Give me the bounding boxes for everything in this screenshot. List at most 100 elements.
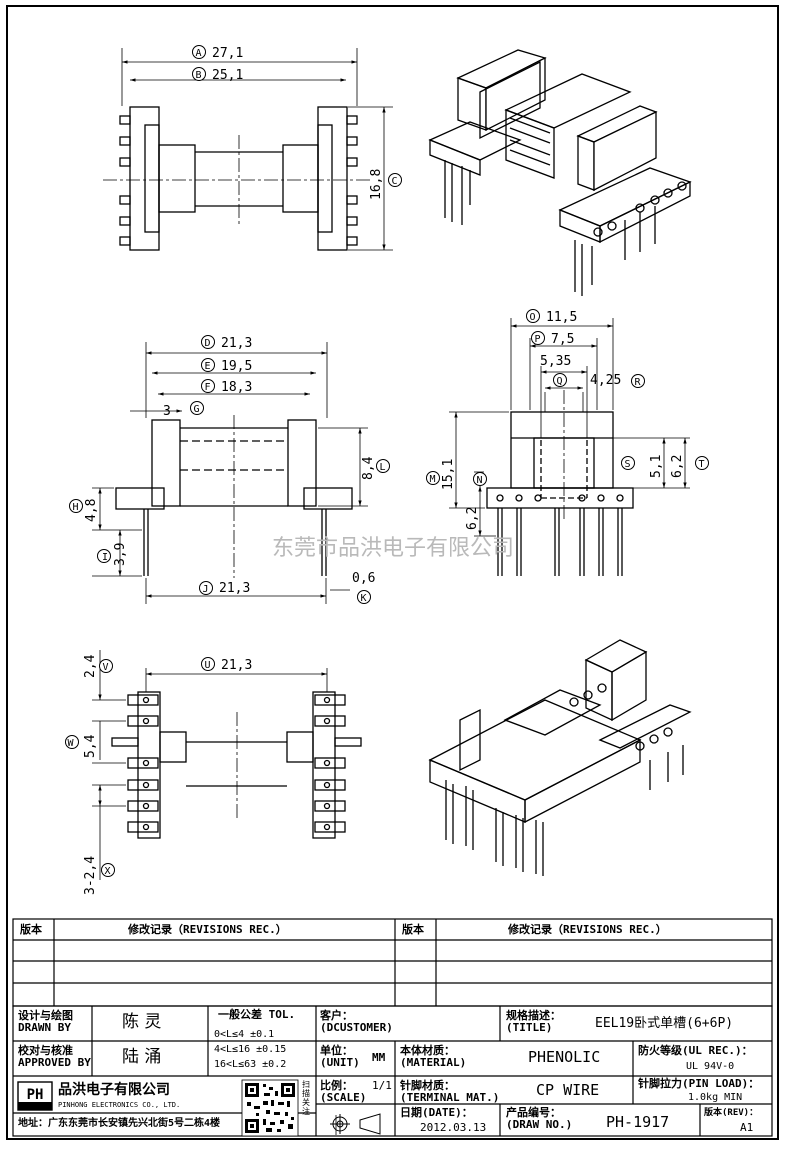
scale-value: 1/1 [372, 1079, 392, 1092]
dim-B: 25,1 [212, 68, 243, 83]
rev-value: A1 [740, 1121, 754, 1134]
svg-text:S: S [625, 459, 631, 470]
terminal-label: 针脚材质：(TERMINAL MAT.) [400, 1079, 500, 1104]
dim-R: 4,25 [590, 373, 621, 388]
svg-text:J: J [203, 584, 209, 595]
pinload-label: 针脚拉力(PIN LOAD)： [638, 1077, 760, 1090]
svg-text:R: R [635, 377, 642, 388]
dim-G: 3 [163, 404, 171, 419]
svg-text:M: M [430, 474, 436, 485]
tolerance-row-2: 4<L≤16 ±0.15 [214, 1044, 287, 1055]
drawno-label: 产品编号：(DRAW NO.) [506, 1106, 573, 1131]
dim-U: 21,3 [221, 658, 252, 673]
svg-text:H: H [73, 502, 79, 513]
company-address: 地址：广东东莞市长安镇先兴北街5号二栋4楼 [18, 1118, 221, 1129]
svg-text:G: G [194, 404, 200, 415]
spec-label: 规格描述：(TITLE) [506, 1009, 561, 1034]
tolerance-row-1: 0<L≤4 ±0.1 [214, 1029, 275, 1040]
tolerance-row-3: 16<L≤63 ±0.2 [214, 1059, 287, 1070]
checker-name: 陆 涌 [122, 1047, 162, 1067]
svg-text:O: O [530, 312, 536, 323]
dim-C: 16,8 [369, 169, 384, 200]
dim-W: 5,4 [83, 734, 98, 758]
rev-col-version-right: 版本 [402, 923, 424, 936]
svg-text:U: U [205, 660, 211, 671]
svg-text:C: C [392, 176, 398, 187]
dim-D: 21,3 [221, 336, 252, 351]
svg-text:N: N [477, 475, 483, 486]
material-value: PHENOLIC [528, 1048, 601, 1066]
svg-text:E: E [205, 361, 211, 372]
svg-text:PH: PH [27, 1087, 44, 1103]
dim-S: 5,1 [649, 455, 664, 478]
dim-P: 7,5 [551, 332, 574, 347]
svg-text:V: V [103, 662, 109, 673]
dim-J: 21,3 [219, 581, 250, 596]
watermark: 东莞市品洪电子有限公司 [272, 536, 514, 561]
svg-text:X: X [105, 866, 111, 877]
projection-symbol-icon [330, 1113, 381, 1135]
dim-F: 18,3 [221, 380, 252, 395]
scale-label: 比例：(SCALE) [320, 1079, 367, 1104]
tolerance-title: 一般公差 TOL. [218, 1008, 296, 1021]
unit-label: 单位：(UNIT) [320, 1044, 360, 1069]
pinload-value: 1.0kg MIN [688, 1092, 743, 1103]
svg-text:D: D [205, 338, 211, 349]
qr-caption: 扫描关注 [302, 1080, 310, 1116]
spec-value: EEL19卧式单槽(6+6P) [595, 1016, 734, 1031]
rev-col-record-left: 修改记录（REVISIONS REC.） [128, 923, 287, 936]
unit-value: MM [372, 1051, 386, 1064]
dim-I: 3,9 [113, 543, 128, 566]
dim-T: 6,2 [670, 455, 685, 478]
designer-name: 陈 灵 [122, 1012, 162, 1032]
front-view [92, 342, 368, 604]
drawno-value: PH-1917 [606, 1113, 670, 1131]
revision-table [12, 918, 773, 1007]
dim-Q: 5,35 [540, 354, 571, 369]
svg-text:A: A [196, 48, 202, 59]
dim-K: 0,6 [352, 571, 375, 586]
svg-text:F: F [205, 382, 211, 393]
qr-code-icon [241, 1079, 299, 1137]
fire-value: UL 94V-0 [686, 1061, 735, 1072]
sheet-border [6, 5, 779, 1140]
company-name-cn: 品洪电子有限公司 [58, 1082, 170, 1098]
dim-N: 6,2 [465, 507, 480, 530]
dim-M: 15,1 [441, 459, 456, 490]
bottom-view [92, 650, 362, 880]
terminal-value: CP WIRE [536, 1081, 600, 1099]
dim-A: 27,1 [212, 46, 243, 61]
rev-label: 版本(REV)： [704, 1108, 759, 1118]
svg-text:B: B [196, 70, 202, 81]
isometric-view-top [428, 49, 692, 296]
fire-label: 防火等级(UL REC.)： [638, 1044, 753, 1057]
svg-text:I: I [102, 552, 108, 563]
svg-text:W: W [68, 738, 75, 749]
company-name-en: PINHONG ELECTRONICS CO., LTD. [58, 1101, 181, 1109]
top-view [103, 48, 393, 251]
side-view [449, 318, 690, 576]
date-value: 2012.03.13 [420, 1121, 487, 1134]
customer-label: 客户：(DCUSTOMER) [320, 1009, 393, 1034]
svg-text:K: K [361, 593, 367, 604]
svg-text:L: L [380, 462, 386, 473]
svg-text:T: T [699, 459, 705, 470]
dim-X: 3-2,4 [83, 856, 98, 895]
title-block-grid [12, 1005, 773, 1137]
dim-L: 8,4 [361, 456, 376, 480]
dim-O: 11,5 [546, 310, 577, 325]
isometric-view-bottom [428, 639, 692, 876]
dim-E: 19,5 [221, 359, 252, 374]
rev-col-record-right: 修改记录（REVISIONS REC.） [508, 923, 667, 936]
material-label: 本体材质：(MATERIAL) [400, 1044, 467, 1069]
svg-text:P: P [535, 334, 541, 345]
dim-H: 4,8 [84, 499, 99, 522]
rev-col-version-left: 版本 [20, 923, 42, 936]
company-logo: PH [17, 1081, 53, 1111]
dim-V: 2,4 [83, 654, 98, 678]
svg-text:Q: Q [557, 376, 563, 387]
